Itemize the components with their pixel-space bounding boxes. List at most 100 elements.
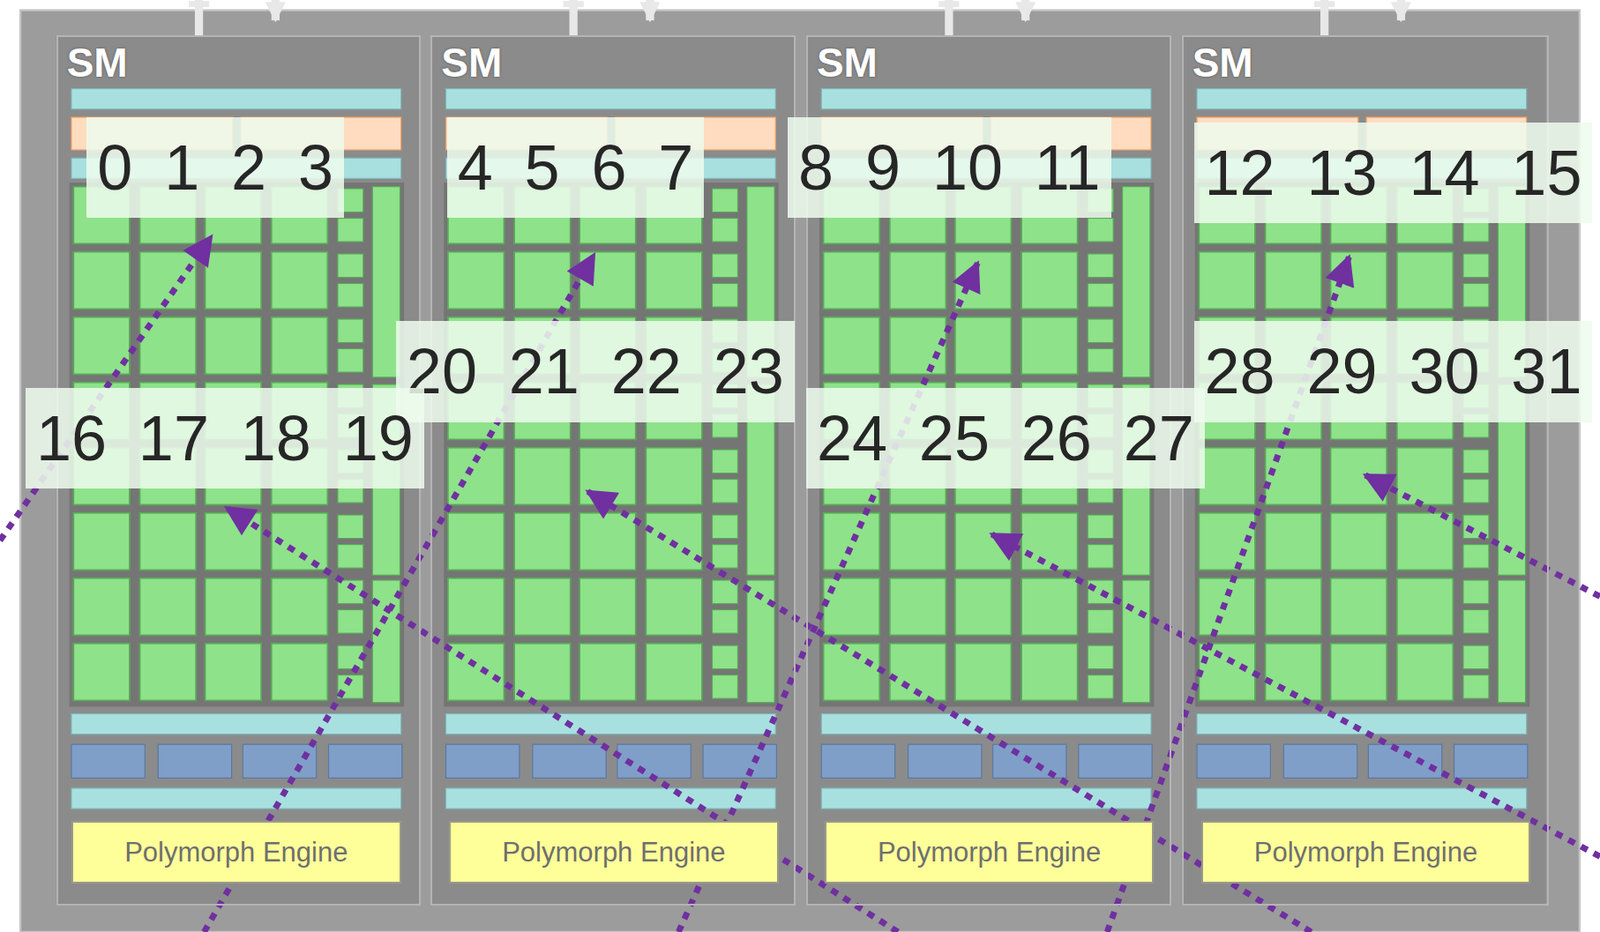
- thread-number-box: 20 21 22 23: [396, 321, 795, 422]
- thread-number-box: 28 29 30 31: [1194, 321, 1593, 422]
- thread-number-box: 0 1 2 3: [86, 117, 344, 218]
- ld-st-unit: [337, 217, 364, 242]
- sm-label: SM: [816, 40, 878, 86]
- texture-unit: [157, 744, 232, 778]
- interconnect: [446, 714, 777, 735]
- cuda-core: [1021, 252, 1078, 310]
- cuda-core: [955, 643, 1012, 702]
- cuda-core: [645, 252, 703, 310]
- instruction-cache: [446, 89, 777, 110]
- cuda-core: [1198, 643, 1256, 702]
- thread-number-box: 16 17 18 19: [25, 388, 425, 489]
- bus-stub: [188, 0, 210, 8]
- cuda-core: [514, 448, 571, 506]
- cuda-core: [448, 578, 505, 636]
- texture-unit: [1283, 744, 1357, 778]
- ld-st-unit: [1087, 675, 1114, 700]
- ld-st-unit: [1463, 645, 1489, 670]
- cuda-core: [514, 513, 571, 571]
- ld-st-unit: [712, 645, 739, 670]
- ld-st-unit: [712, 449, 739, 474]
- ld-st-unit: [337, 515, 364, 539]
- cuda-core: [823, 643, 881, 702]
- cuda-core: [1265, 578, 1323, 636]
- texture-unit: [1454, 744, 1528, 778]
- bus-stub: [1397, 0, 1406, 21]
- cuda-core: [579, 513, 636, 571]
- cuda-core: [1265, 513, 1323, 571]
- polymorph-engine-box: Polymorph Engine: [448, 821, 779, 884]
- ld-st-unit: [712, 675, 739, 700]
- cuda-core: [1265, 448, 1323, 506]
- cuda-core: [823, 317, 881, 375]
- ld-st-unit: [712, 610, 739, 635]
- ld-st-unit: [337, 349, 364, 374]
- unit-label: Polymorph Engine: [124, 837, 348, 869]
- l1-cache: [1196, 788, 1527, 809]
- cuda-core: [448, 513, 505, 571]
- cuda-core: [1330, 578, 1388, 636]
- ld-st-unit: [1087, 610, 1114, 635]
- cuda-core: [271, 643, 329, 702]
- thread-numbers: 0 1 2 3: [97, 129, 334, 206]
- cuda-core: [73, 643, 130, 702]
- cuda-core: [1198, 578, 1256, 636]
- sfu: [1497, 580, 1526, 703]
- cuda-core: [271, 252, 329, 310]
- texture-unit: [908, 744, 982, 778]
- cuda-core: [1198, 252, 1256, 310]
- sfu: [1122, 580, 1151, 703]
- sm-panel: [430, 35, 795, 905]
- thread-number-box: 4 5 6 7: [447, 117, 705, 218]
- interconnect: [71, 714, 402, 735]
- cuda-core: [205, 317, 262, 375]
- sfu: [372, 580, 400, 703]
- texture-unit: [242, 744, 316, 778]
- cuda-core: [73, 513, 130, 571]
- cuda-core: [1397, 252, 1454, 310]
- ld-st-unit: [1463, 479, 1489, 504]
- texture-unit: [328, 744, 403, 778]
- cuda-core: [645, 643, 703, 702]
- ld-st-unit: [712, 545, 739, 569]
- cuda-core: [1330, 513, 1388, 571]
- cuda-core: [514, 252, 571, 310]
- ld-st-unit: [1463, 254, 1489, 278]
- cuda-core: [579, 578, 636, 636]
- ld-st-unit: [1087, 319, 1114, 344]
- sm-label: SM: [1192, 40, 1254, 86]
- cuda-core: [579, 643, 636, 702]
- thread-numbers: 20 21 22 23: [406, 333, 785, 410]
- ld-st-unit: [337, 319, 364, 344]
- ld-st-unit: [712, 515, 739, 539]
- cuda-core: [205, 578, 262, 636]
- cuda-core: [1330, 643, 1388, 702]
- cuda-core: [1021, 317, 1078, 375]
- texture-unit: [1078, 744, 1152, 778]
- bus-stub: [563, 0, 584, 8]
- thread-number-box: 12 13 14 15: [1194, 122, 1593, 224]
- cuda-core: [645, 578, 703, 636]
- cuda-core: [271, 317, 329, 375]
- ld-st-unit: [1087, 217, 1114, 242]
- cuda-core: [73, 578, 130, 636]
- cuda-core: [205, 643, 262, 702]
- cuda-core: [1021, 578, 1078, 636]
- cuda-core: [1330, 448, 1388, 506]
- bus-stub: [938, 0, 959, 8]
- unit-label: Polymorph Engine: [501, 837, 726, 869]
- ld-st-unit: [712, 283, 739, 307]
- l1-cache: [446, 788, 777, 809]
- ld-st-unit: [712, 217, 739, 242]
- texture-unit: [1196, 744, 1271, 778]
- cuda-core: [823, 513, 881, 571]
- ld-st-unit: [1087, 283, 1114, 307]
- polymorph-engine-box: Polymorph Engine: [71, 821, 402, 884]
- texture-unit: [446, 744, 520, 778]
- polymorph-engine-box: Polymorph Engine: [824, 821, 1155, 884]
- instruction-cache: [1196, 89, 1527, 110]
- ld-st-unit: [1087, 254, 1114, 278]
- thread-numbers: 12 13 14 15: [1204, 134, 1583, 211]
- cuda-core: [889, 252, 947, 310]
